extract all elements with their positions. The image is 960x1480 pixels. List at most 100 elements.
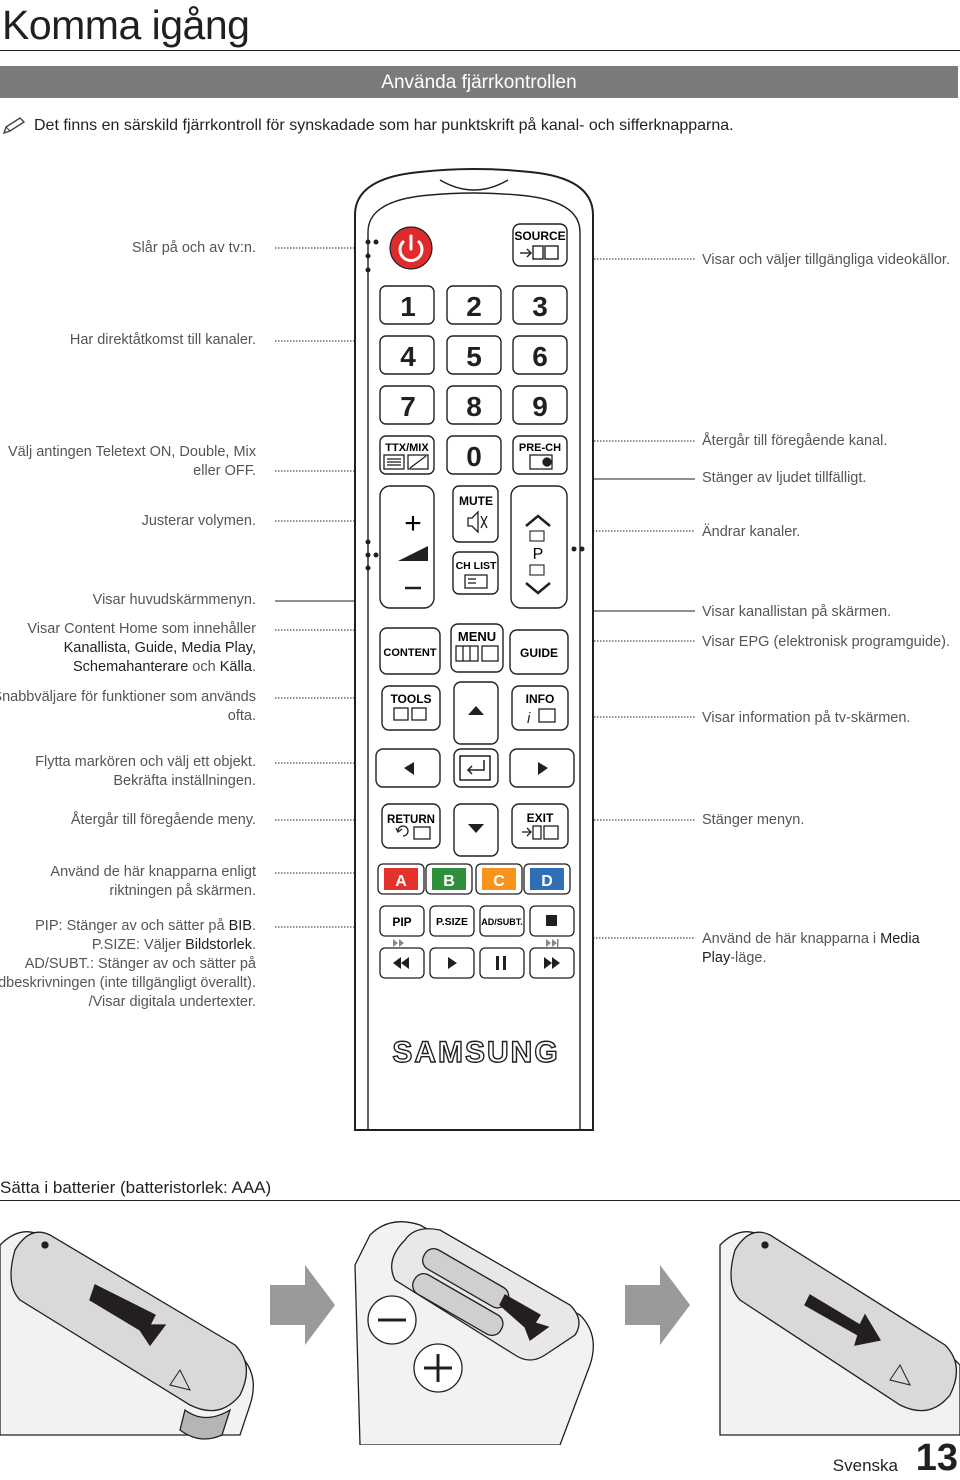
mute-label: MUTE — [459, 494, 493, 508]
label-media: Använd de här knapparna i Media Play-läg… — [702, 930, 920, 968]
label-content-kalla: Källa — [219, 659, 252, 675]
source-label: SOURCE — [514, 229, 565, 243]
content-label: CONTENT — [383, 647, 436, 659]
enter-button[interactable] — [453, 748, 499, 788]
label-teletext-line2: eller OFF. — [193, 463, 256, 479]
battery-step-3 — [719, 1231, 960, 1436]
label-adsubt-line3: /Visar digitala undertexter. — [88, 994, 256, 1010]
label-color-line1: Använd de här knapparna enligt — [50, 864, 256, 880]
label-chlist: Visar kanallistan på skärmen. — [702, 604, 892, 620]
volume-rocker[interactable] — [379, 485, 435, 609]
digit-button-5[interactable] — [446, 335, 502, 375]
label-adsubt-text: : Stänger av och sätter på — [89, 956, 256, 972]
label-tools: Snabbväljare för funktioner som används … — [0, 688, 256, 726]
digit-buttons — [379, 285, 568, 475]
return-button[interactable] — [381, 803, 441, 849]
digit-label: 8 — [466, 391, 482, 422]
psize-button[interactable] — [429, 905, 475, 937]
label-media-text: Använd de här knapparna i — [702, 931, 881, 947]
label-prech: Återgår till föregående kanal. — [702, 433, 888, 449]
return-label: RETURN — [387, 814, 435, 826]
digit-button-1[interactable] — [379, 285, 435, 325]
info-button[interactable] — [511, 685, 569, 731]
channel-icon — [529, 530, 545, 576]
label-media-media: Media — [880, 931, 920, 947]
label-info: Visar information på tv-skärmen. — [702, 710, 911, 726]
label-content-och: och — [188, 659, 220, 675]
menu-button[interactable] — [450, 623, 504, 673]
digit-label: 4 — [400, 341, 416, 372]
arrow-left-icon — [404, 762, 414, 775]
stop-icon — [546, 915, 557, 926]
digit-button-0[interactable] — [446, 435, 502, 475]
volume-up-icon: + — [404, 507, 422, 540]
pip-button[interactable] — [379, 905, 425, 937]
title-divider — [0, 50, 960, 51]
digit-button-7[interactable] — [379, 385, 435, 425]
media-hint-icons — [393, 939, 559, 947]
source-button[interactable] — [512, 223, 568, 267]
label-psize-period: . — [251, 937, 256, 953]
battery-divider — [0, 1200, 960, 1201]
step-arrow-icon — [625, 1265, 690, 1345]
brand-logo: SAMSUNG — [392, 1036, 559, 1069]
info-icon: i — [527, 708, 556, 727]
digit-label: 5 — [466, 341, 482, 372]
digit-button-6[interactable] — [512, 335, 568, 375]
footer-language: Svenska — [832, 1456, 898, 1475]
teletext-icon — [383, 454, 429, 470]
label-psize-text: : Väljer — [135, 937, 186, 953]
label-source: Visar och väljer tillgängliga videokällo… — [702, 252, 950, 268]
arrow-up-icon — [468, 706, 484, 715]
digit-button-8[interactable] — [446, 385, 502, 425]
mute-icon — [467, 510, 488, 534]
digit-button-3[interactable] — [512, 285, 568, 325]
digit-button-9[interactable] — [512, 385, 568, 425]
step-arrow-icon — [270, 1265, 335, 1345]
label-tools-line2: ofta. — [227, 708, 256, 724]
label-nav-line1: Flytta markören och välj ett objekt. — [35, 754, 256, 770]
note: Det finns en särskild fjärrkontroll för … — [2, 116, 734, 136]
exit-icon — [522, 825, 559, 840]
color-b-label: B — [443, 873, 455, 890]
label-media-mode: -läge. — [730, 950, 767, 966]
label-pip-text: : Stänger av och sätter på — [58, 918, 229, 934]
label-mute: Stänger av ljudet tillfälligt. — [702, 470, 867, 486]
play-icon — [448, 957, 457, 969]
color-d-label: D — [541, 873, 553, 890]
enter-icon — [459, 755, 491, 781]
page-title: Komma igång — [2, 2, 250, 48]
guide-button[interactable] — [509, 629, 569, 675]
exit-label: EXIT — [527, 811, 554, 825]
svg-text:i: i — [527, 710, 531, 727]
label-exit: Stänger menyn. — [702, 812, 805, 828]
label-channels-direct: Har direktåtkomst till kanaler. — [69, 332, 256, 348]
label-content-line1: Visar Content Home som innehåller — [27, 621, 256, 637]
label-channel: Ändrar kanaler. — [702, 524, 801, 540]
tools-icon — [393, 707, 427, 721]
digit-button-2[interactable] — [446, 285, 502, 325]
content-button[interactable] — [379, 627, 441, 675]
label-menu: Visar huvudskärmmenyn. — [92, 592, 256, 608]
arrow-right-icon — [538, 762, 548, 775]
label-pip-key: PIP — [35, 918, 59, 934]
adsubt-button[interactable] — [479, 905, 525, 937]
digit-button-4[interactable] — [379, 335, 435, 375]
battery-section-title: Sätta i batterier (batteristorlek: AAA) — [0, 1178, 272, 1197]
psize-label: P.SIZE — [436, 916, 468, 928]
label-nav: Flytta markören och välj ett objekt. Bek… — [35, 753, 256, 791]
label-guide: Visar EPG (elektronisk programguide). — [702, 634, 950, 650]
label-volume: Justerar volymen. — [141, 513, 256, 529]
label-content-schemahanterare: Schemahanterare — [73, 659, 189, 675]
digit-label: 6 — [532, 341, 548, 372]
channel-p-label: P — [533, 546, 544, 563]
label-nav-line2: Bekräfta inställningen. — [113, 773, 256, 789]
channel-rocker[interactable] — [510, 485, 568, 609]
label-teletext-line1: Välj antingen Teletext ON, Double, Mix — [8, 444, 256, 460]
pause-button[interactable] — [479, 947, 525, 979]
label-psize-key: P.SIZE — [91, 937, 136, 953]
label-pip-period: . — [251, 918, 256, 934]
arrow-down-icon — [468, 824, 484, 833]
note-text: Det finns en särskild fjärrkontroll för … — [34, 117, 734, 134]
